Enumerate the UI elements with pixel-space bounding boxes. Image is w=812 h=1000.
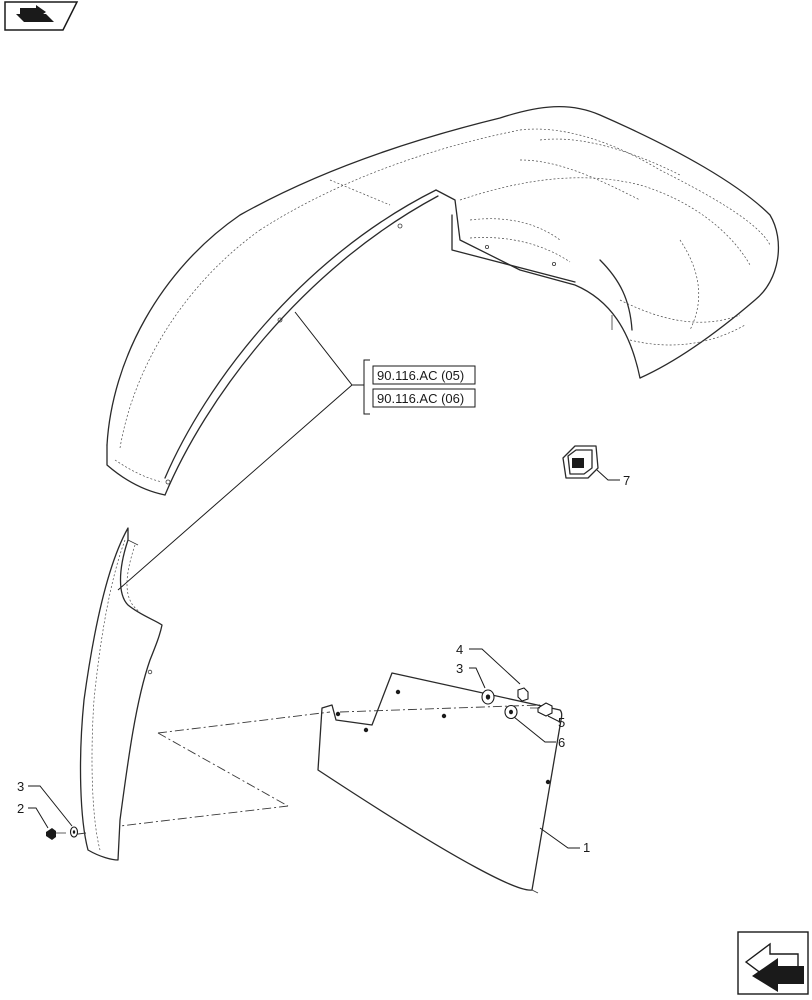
reference-label-05[interactable]: 90.116.AC (05) (377, 368, 464, 383)
callout-7: 7 (623, 473, 630, 488)
callout-4: 4 (456, 642, 463, 657)
part-7-clip: 7 (562, 445, 630, 488)
assembly-lines (69, 704, 541, 836)
callout-3-left: 3 (17, 779, 24, 794)
callout-6: 6 (558, 735, 565, 750)
callout-5: 5 (558, 715, 565, 730)
reference-links: 90.116.AC (05) 90.116.AC (06) (117, 311, 476, 591)
navigation-arrow-icon[interactable] (737, 931, 809, 995)
callout-3-right: 3 (456, 661, 463, 676)
callout-2: 2 (17, 801, 24, 816)
part-1-mud-flap: 1 (317, 672, 590, 894)
callout-1: 1 (583, 840, 590, 855)
view-orientation-icon[interactable] (4, 1, 79, 31)
fender-extension (79, 527, 163, 861)
reference-label-06[interactable]: 90.116.AC (06) (377, 391, 464, 406)
hardware-right: 4 3 5 6 (456, 642, 565, 750)
hardware-left: 3 2 (17, 779, 79, 840)
fender (106, 105, 780, 496)
